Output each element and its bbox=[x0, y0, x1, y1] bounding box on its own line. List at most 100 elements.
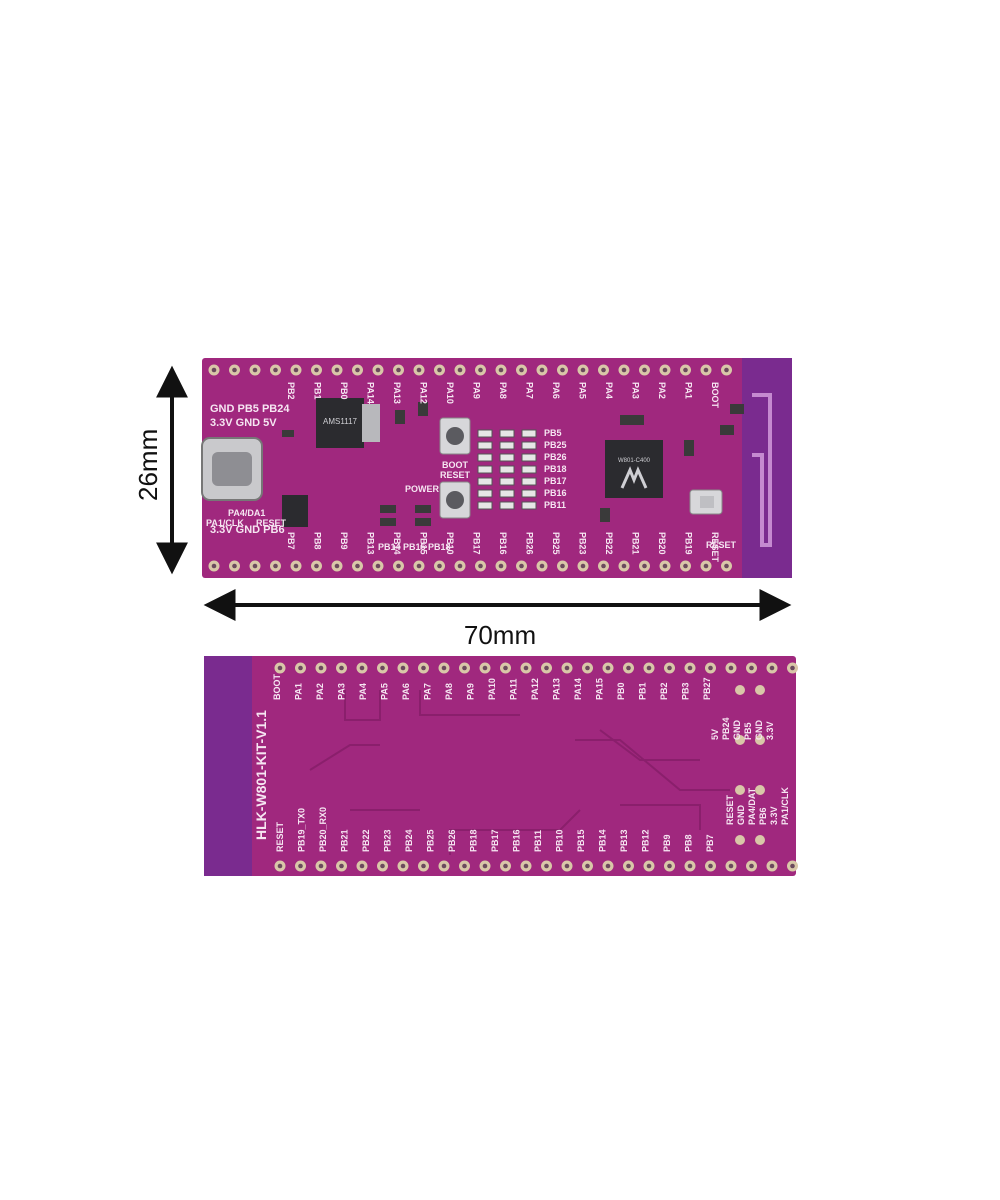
header-pad-hole bbox=[621, 563, 627, 569]
header-pad-hole bbox=[667, 665, 672, 671]
left-label-reset: RESET bbox=[256, 518, 287, 528]
back-bottom-label-pb25: PB25 bbox=[426, 829, 436, 852]
back-bottom-label-pb21: PB21 bbox=[340, 829, 350, 852]
header-pad-hole bbox=[380, 863, 385, 869]
back-right-label-pa4-dat: PA4/DAT bbox=[747, 787, 757, 825]
usb-c-opening bbox=[212, 452, 252, 486]
header-pad bbox=[755, 785, 765, 795]
back-top-label-pa12: PA12 bbox=[530, 678, 540, 700]
reset-button-cap[interactable] bbox=[446, 491, 464, 509]
back-bottom-header bbox=[274, 860, 798, 872]
header-pad-hole bbox=[396, 367, 401, 373]
back-antenna-area bbox=[204, 656, 252, 876]
header-pad-hole bbox=[646, 665, 652, 671]
header-pad bbox=[735, 835, 745, 845]
led-resistor bbox=[499, 477, 515, 486]
led-label-pb18: PB18 bbox=[544, 464, 567, 474]
header-pad-hole bbox=[708, 863, 713, 869]
led-label-pb25: PB25 bbox=[544, 440, 567, 450]
front-bottom-label-pb21: PB21 bbox=[631, 532, 641, 555]
power-label: POWER bbox=[405, 484, 440, 494]
led bbox=[521, 465, 537, 474]
back-bottom-label-pb12: PB12 bbox=[641, 829, 651, 852]
back-right-label-pb5: PB5 bbox=[743, 722, 753, 740]
width-dimension-label: 70mm bbox=[463, 620, 537, 650]
header-pad-hole bbox=[544, 863, 549, 869]
led-label-pb16: PB16 bbox=[544, 488, 567, 498]
back-bottom-label-pb20-rx0: PB20_RX0 bbox=[318, 807, 328, 852]
back-top-label-pa8: PA8 bbox=[444, 683, 454, 700]
back-bottom-label-pb17: PB17 bbox=[490, 829, 500, 852]
led-resistor bbox=[499, 465, 515, 474]
header-pad-hole bbox=[708, 665, 713, 671]
header-pad-hole bbox=[790, 665, 795, 671]
back-bottom-label-pb26: PB26 bbox=[447, 829, 457, 852]
header-pad-hole bbox=[355, 367, 360, 373]
header-pad-hole bbox=[482, 863, 488, 869]
left-label-row2: 3.3V GND 5V bbox=[210, 417, 277, 429]
header-pad-hole bbox=[626, 665, 631, 671]
header-pad-hole bbox=[462, 863, 467, 869]
header-pad-hole bbox=[662, 563, 668, 569]
back-top-label-pa13: PA13 bbox=[552, 678, 562, 700]
w801-chip bbox=[605, 440, 663, 498]
back-right-header bbox=[735, 685, 765, 845]
front-top-label-pb2: PB2 bbox=[286, 382, 296, 400]
front-bottom-label-pb16: PB16 bbox=[498, 532, 508, 555]
back-traces bbox=[309, 690, 730, 855]
header-pad-hole bbox=[478, 563, 483, 569]
front-bottom-header bbox=[208, 560, 732, 572]
back-top-label-pa5: PA5 bbox=[380, 683, 390, 700]
header-pad-hole bbox=[687, 665, 693, 671]
front-bottom-label-pb7: PB7 bbox=[286, 532, 296, 550]
header-pad-hole bbox=[252, 563, 258, 569]
led bbox=[521, 501, 537, 510]
header-pad bbox=[755, 735, 765, 745]
front-bottom-label-pb13: PB13 bbox=[366, 532, 376, 555]
header-pad-hole bbox=[359, 665, 365, 671]
header-pad-hole bbox=[380, 665, 385, 671]
header-pad-hole bbox=[687, 863, 693, 869]
header-pad-hole bbox=[211, 367, 217, 373]
front-top-label-pa1: PA1 bbox=[684, 382, 694, 399]
front-top-label-pa12: PA12 bbox=[419, 382, 429, 404]
header-pad-hole bbox=[769, 863, 775, 869]
back-top-label-pa15: PA15 bbox=[595, 678, 605, 700]
back-bottom-label-pb18: PB18 bbox=[469, 829, 479, 852]
board-title: HLK-W801-KIT-V1.1 bbox=[253, 710, 269, 840]
header-pad-hole bbox=[642, 367, 647, 373]
reset-label: RESET bbox=[440, 470, 471, 480]
header-pad-hole bbox=[667, 863, 672, 869]
back-top-label-pb3: PB3 bbox=[681, 682, 691, 700]
back-top-label-pb0: PB0 bbox=[616, 682, 626, 700]
header-pad-hole bbox=[211, 563, 217, 569]
back-right-label-pb24: PB24 bbox=[721, 717, 731, 740]
header-pad-hole bbox=[396, 563, 401, 569]
voltage-regulator bbox=[316, 398, 364, 448]
front-top-header bbox=[208, 364, 732, 376]
header-pad-hole bbox=[646, 863, 652, 869]
led bbox=[477, 489, 493, 498]
back-top-label-pa3: PA3 bbox=[337, 683, 347, 700]
back-top-label-pa4: PA4 bbox=[358, 683, 368, 700]
back-bottom-label-pb11: PB11 bbox=[533, 830, 543, 852]
header-pad-hole bbox=[585, 665, 590, 671]
header-pad-hole bbox=[421, 863, 426, 869]
led bbox=[521, 477, 537, 486]
back-top-label-pa9: PA9 bbox=[466, 683, 476, 700]
back-top-label-pa6: PA6 bbox=[401, 683, 411, 700]
header-pad-hole bbox=[523, 665, 529, 671]
header-pad-hole bbox=[498, 367, 504, 373]
front-top-label-pa13: PA13 bbox=[392, 382, 402, 404]
boot-button-cap[interactable] bbox=[446, 427, 464, 445]
header-pad bbox=[735, 685, 745, 695]
front-bottom-label-pb9: PB9 bbox=[339, 532, 349, 550]
regulator-text: AMS1117 bbox=[323, 417, 357, 426]
front-bottom-label-pb8: PB8 bbox=[313, 532, 323, 550]
led-label-pb5: PB5 bbox=[544, 428, 562, 438]
header-pad-hole bbox=[749, 863, 754, 869]
header-pad-hole bbox=[724, 563, 729, 569]
front-top-label-pa8: PA8 bbox=[498, 382, 508, 399]
front-bottom-label-pb19: PB19 bbox=[684, 532, 694, 555]
